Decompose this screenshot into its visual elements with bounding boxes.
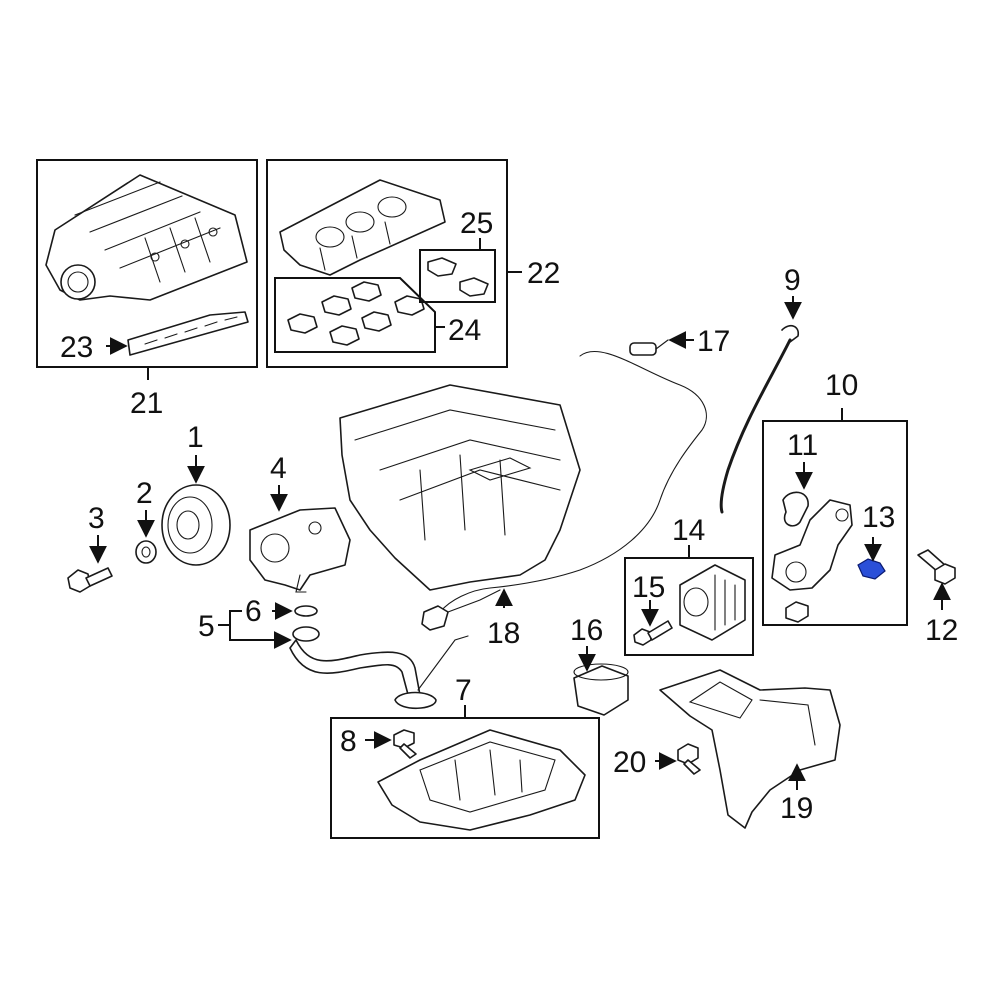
oring-6[interactable] [294,605,318,617]
label-13: 13 [862,501,895,534]
oil-pressure-sensor-13[interactable] [857,558,886,580]
label-14: 14 [672,514,705,547]
oil-pan-7[interactable] [377,729,586,831]
label-21: 21 [130,387,163,420]
gasket-11[interactable] [782,491,809,527]
label-2: 2 [136,477,153,510]
label-24: 24 [448,314,481,347]
splash-shield-19[interactable] [659,669,841,829]
bolt-3[interactable] [67,567,113,593]
box-10 [762,420,908,626]
label-1: 1 [187,421,204,454]
bolt-8[interactable] [393,729,417,759]
label-12: 12 [925,614,958,647]
intake-gasket-23[interactable] [127,311,249,356]
oil-pump-4[interactable] [249,507,351,593]
wiring-harness [439,350,707,613]
sensor-17[interactable] [629,339,669,356]
label-22: 22 [527,257,560,290]
lower-intake-manifold[interactable] [279,179,446,276]
label-25: 25 [460,207,493,240]
label-19: 19 [780,792,813,825]
filter-adapter-group[interactable]: 10 11 13 [762,369,908,626]
label-9: 9 [784,264,801,297]
label-8: 8 [340,725,357,758]
gasket-set-24-frame [274,277,436,353]
intake-manifold-group[interactable]: 23 21 [36,159,258,420]
crank-pulley-1[interactable] [161,484,231,566]
box-25 [419,249,496,303]
filter-adapter-10[interactable] [771,499,853,591]
oil-pan-group[interactable]: 7 8 [330,674,600,839]
plug-10[interactable] [785,601,809,623]
bolt-20[interactable] [677,743,701,775]
label-20: 20 [613,746,646,779]
label-16: 16 [570,614,603,647]
label-17: 17 [697,325,730,358]
label-6: 6 [245,595,262,628]
intake-manifold[interactable] [45,174,248,301]
label-23: 23 [60,331,93,364]
label-5: 5 [198,610,215,643]
lower-manifold-group[interactable]: 22 24 25 [266,159,560,368]
bolt-12[interactable] [917,549,956,585]
oil-filter-16[interactable] [573,663,629,716]
label-18: 18 [487,617,520,650]
gasket-set-24[interactable] [287,281,425,346]
pickup-tube-5[interactable] [289,626,469,710]
gasket-25[interactable] [427,257,489,297]
oil-cooler-14[interactable] [679,564,746,641]
label-7: 7 [455,674,472,707]
label-4: 4 [270,452,287,485]
dipstick-tube-9[interactable] [719,324,800,514]
sensor-18[interactable] [421,589,501,631]
label-10: 10 [825,369,858,402]
washer-2[interactable] [135,540,157,564]
label-15: 15 [632,571,665,604]
oil-cooler-group[interactable]: 14 15 [624,514,754,656]
box-22 [266,159,508,368]
label-11: 11 [787,429,818,462]
engine-block [339,384,581,591]
bolt-15[interactable] [633,620,673,646]
label-3: 3 [88,502,105,535]
